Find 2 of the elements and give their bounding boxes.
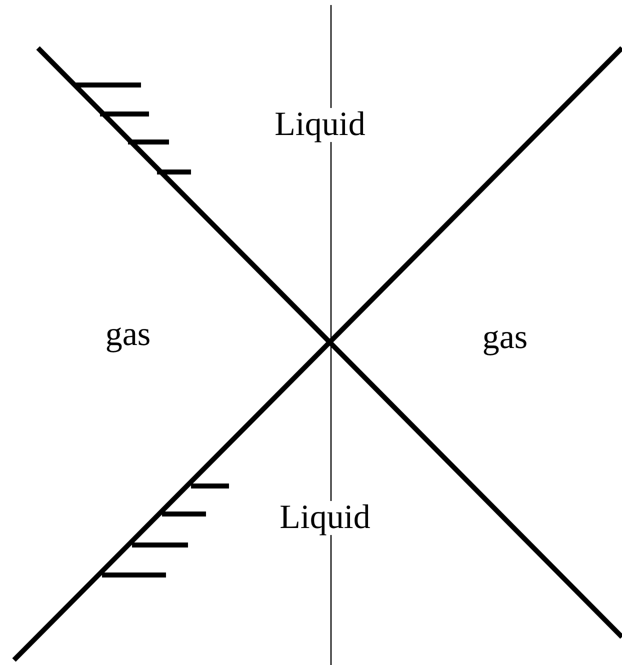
region-label: Liquid [280,501,370,535]
region-label: Liquid [274,108,366,142]
